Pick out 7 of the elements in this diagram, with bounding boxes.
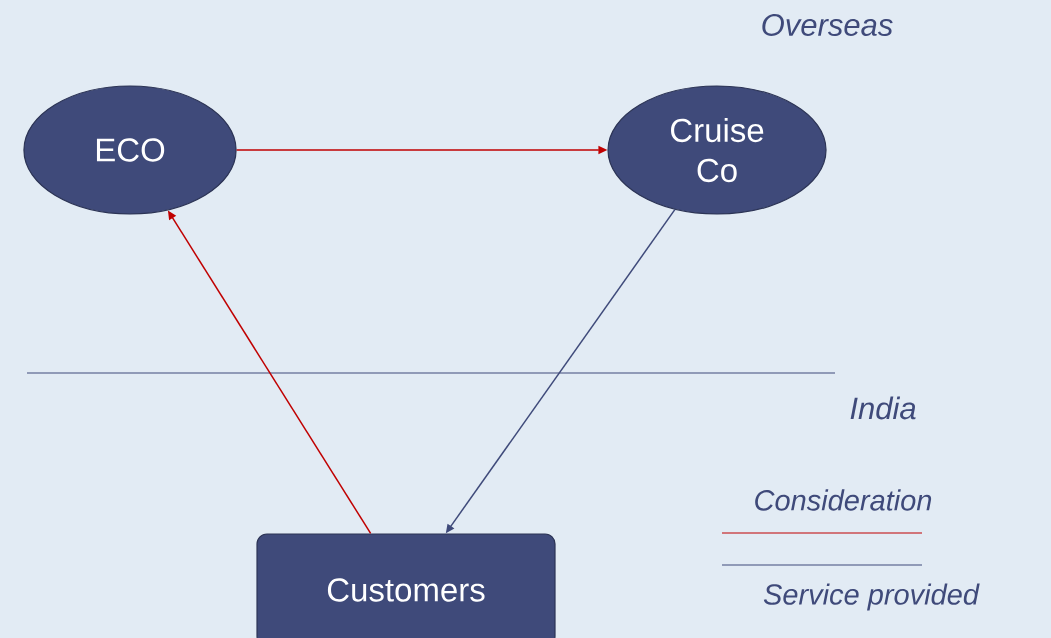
region-label: Overseas <box>762 14 893 36</box>
ellipse-node: Cruise Co <box>607 85 827 215</box>
legend-text: Service provided <box>763 583 980 611</box>
rounded-box: Customers <box>256 533 556 638</box>
region-label: India <box>850 396 916 420</box>
legend-text: Consideration <box>755 489 932 511</box>
ellipse-node: ECO <box>23 85 237 215</box>
